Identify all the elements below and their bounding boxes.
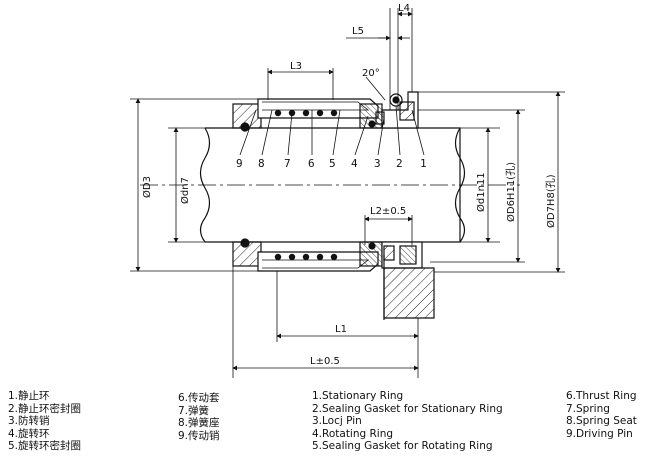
dim-d1n11: Ød1n11 — [475, 172, 487, 212]
part-number-9: 9 — [236, 157, 243, 170]
seal-upper-half — [232, 91, 419, 132]
dim-l4: L4 — [398, 3, 410, 14]
dim-l5: L5 — [352, 26, 364, 37]
legend-item: 2.静止环密封圈 — [8, 402, 82, 415]
part-number-2: 2 — [396, 157, 403, 170]
part-number-6: 6 — [308, 157, 315, 170]
legend-item: 5.Sealing Gasket for Rotating Ring — [312, 440, 493, 453]
legend-item: 9.Driving Pin — [566, 427, 633, 440]
legend-item: 8.弹簧座 — [178, 417, 220, 430]
legend-item: 1.Stationary Ring — [312, 390, 404, 402]
part-number-5: 5 — [329, 157, 336, 170]
dim-d6h11: ØD6H11(孔) — [505, 162, 517, 222]
legend-item: 6.传动套 — [178, 392, 220, 404]
legend-item: 2.Sealing Gasket for Stationary Ring — [312, 402, 503, 415]
legend-item: 4.旋转环 — [8, 427, 50, 440]
dimension-lines — [130, 8, 565, 378]
legend-item: 4.Rotating Ring — [312, 427, 394, 440]
dim-d3: ØD3 — [141, 176, 153, 198]
part-number-8: 8 — [258, 157, 265, 170]
part-number-1: 1 — [420, 157, 427, 170]
dim-l1: L1 — [335, 324, 347, 335]
legend-item: 7.Spring — [566, 402, 610, 415]
legend-chinese-right: 6.传动套 7.弹簧 8.弹簧座 9.传动销 — [178, 392, 220, 442]
legend-chinese-left: 1.静止环 2.静止环密封圈 3.防转销 4.旋转环 5.旋转环密封圈 — [8, 390, 81, 453]
legend-item: 8.Spring Seat — [566, 415, 637, 428]
part-number-7: 7 — [284, 157, 291, 170]
legend-item: 5.旋转环密封圈 — [8, 440, 82, 453]
seal-lower-half — [232, 238, 435, 320]
dim-l3: L3 — [290, 61, 302, 72]
legend-item: 3.防转销 — [8, 415, 50, 428]
dim-l: L±0.5 — [310, 356, 340, 367]
legend-item: 6.Thrust Ring — [566, 390, 637, 402]
dim-d7h8: ØD7H8(孔) — [545, 174, 557, 228]
dim-l2: L2±0.5 — [370, 206, 406, 217]
legend-item: 1.静止环 — [8, 390, 50, 402]
legend-item: 7.弹簧 — [178, 404, 210, 417]
legend-english-left: 1.Stationary Ring 2.Sealing Gasket for S… — [312, 390, 503, 453]
legend-item: 3.Locj Pin — [312, 415, 362, 428]
part-number-3: 3 — [374, 157, 381, 170]
dim-dn7: Ødn7 — [179, 177, 191, 204]
part-number-4: 4 — [351, 157, 358, 170]
dim-angle: 20° — [362, 68, 380, 79]
legend-english-right: 6.Thrust Ring 7.Spring 8.Spring Seat 9.D… — [566, 390, 637, 440]
legend-item: 9.传动销 — [178, 429, 220, 442]
